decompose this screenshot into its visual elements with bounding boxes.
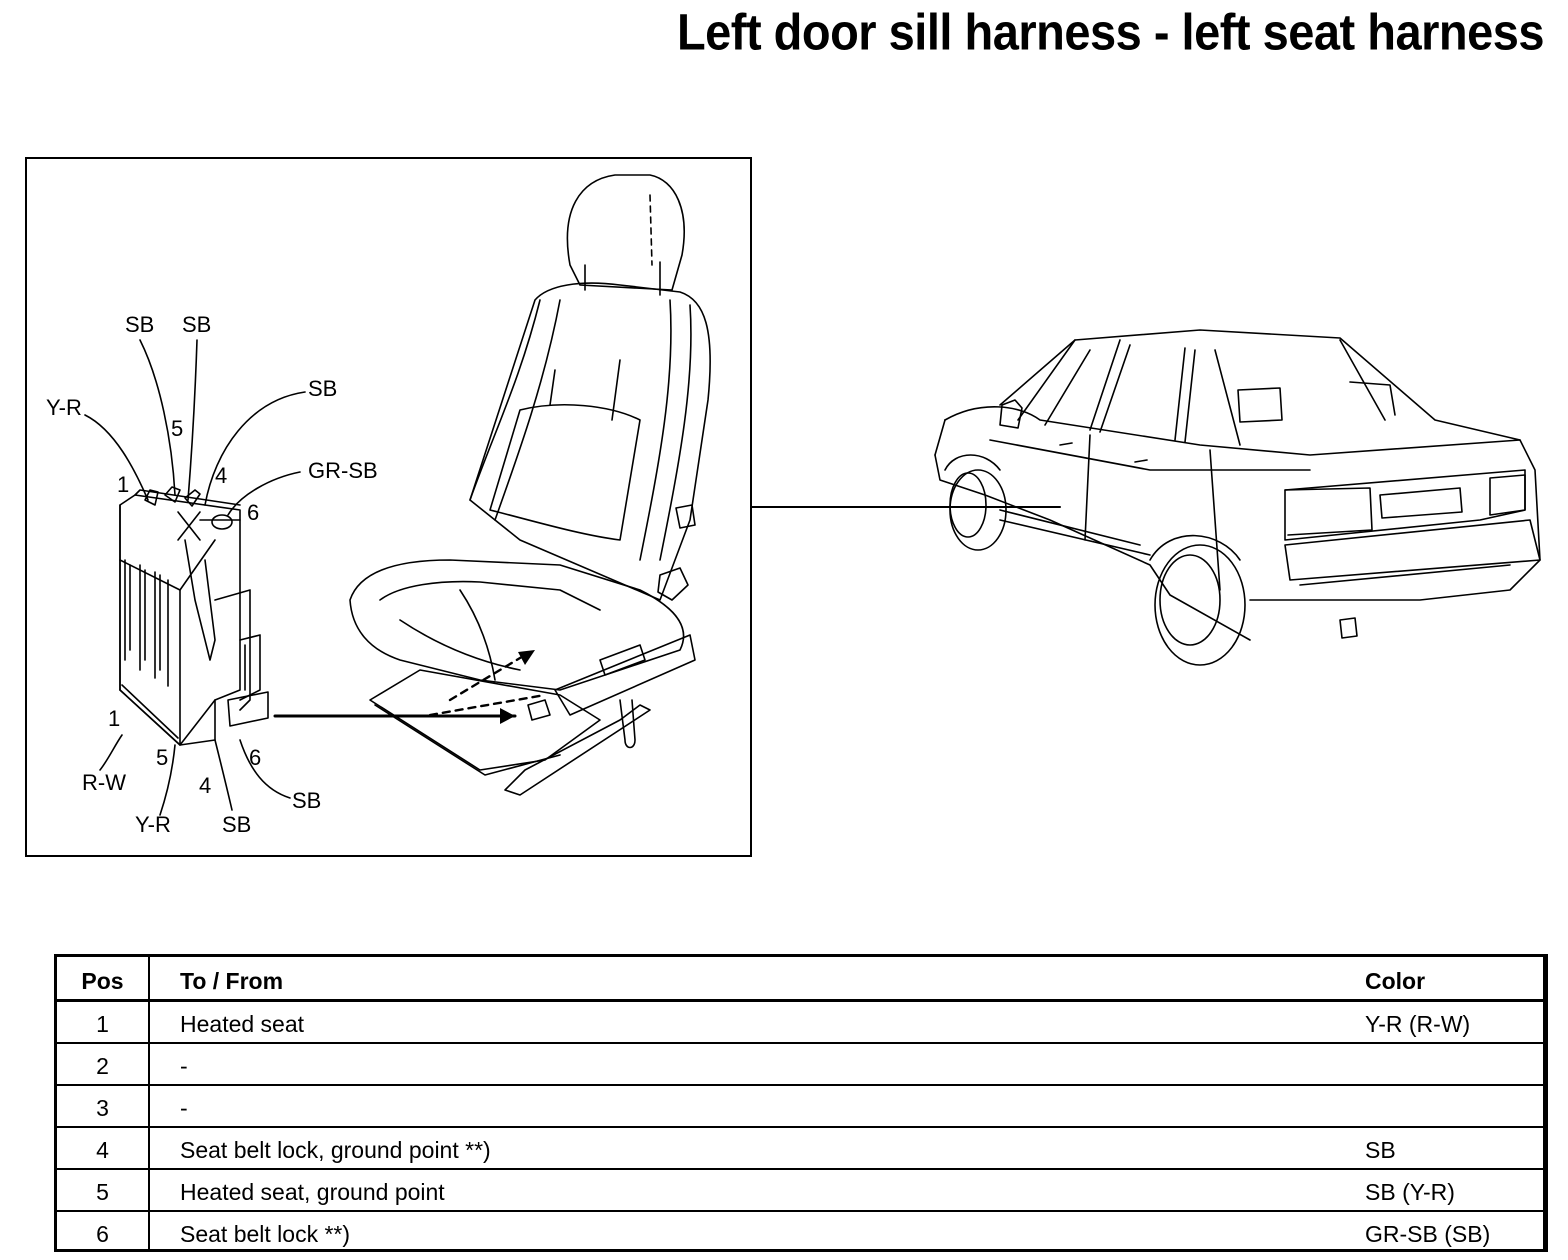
header-color: Color [1365, 957, 1543, 1002]
pin-5-bottom: 5 [156, 745, 168, 770]
wiring-diagram: SB SB SB Y-R GR-SB 1 5 4 6 1 5 4 6 R-W Y… [46, 174, 1541, 837]
pin-table-frame: Pos To / From Color 1 Heated seat Y-R (R… [54, 954, 1548, 1252]
connector-labels: SB SB SB Y-R GR-SB 1 5 4 6 1 5 4 6 R-W Y… [46, 312, 378, 837]
label-sb-4: SB [222, 812, 251, 837]
cell-pos: 5 [57, 1169, 150, 1212]
cell-to-from: - [149, 1085, 1365, 1128]
cell-to-from: Seat belt lock, ground point **) [149, 1127, 1365, 1170]
label-yr-bottom: Y-R [135, 812, 171, 837]
car-illustration [934, 329, 1541, 666]
pin-5-top: 5 [171, 416, 183, 441]
cell-color [1365, 1085, 1543, 1128]
connector-illustration [119, 486, 269, 746]
header-pos: Pos [57, 957, 150, 1002]
label-grsb: GR-SB [308, 458, 378, 483]
pin-1-bottom: 1 [108, 706, 120, 731]
cell-to-from: Seat belt lock **) [180, 1221, 351, 1247]
table-row: 1 Heated seat Y-R (R-W) [57, 1000, 1543, 1044]
pin-4-top: 4 [215, 463, 227, 488]
cell-pos: 3 [57, 1085, 150, 1128]
cell-color: Y-R (R-W) [1365, 1000, 1543, 1044]
label-sb-1: SB [125, 312, 154, 337]
cell-pos: 6 [57, 1211, 150, 1252]
pin-table: Pos To / From Color 1 Heated seat Y-R (R… [57, 957, 1543, 1252]
page-title: Left door sill harness - left seat harne… [676, 3, 1545, 61]
cell-color: SB (Y-R) [1365, 1169, 1543, 1212]
cell-to-from: - [149, 1043, 1365, 1086]
table-header-row: Pos To / From Color [57, 957, 1543, 1002]
cell-pos: 2 [57, 1043, 150, 1086]
table-row: 2 - [57, 1043, 1543, 1086]
cell-pos: 1 [57, 1000, 150, 1044]
label-rw: R-W [82, 770, 126, 795]
pin-6-bottom: 6 [249, 745, 261, 770]
cell-color: SB [1365, 1127, 1543, 1170]
table-row: 3 - [57, 1085, 1543, 1128]
label-sb-5: SB [292, 788, 321, 813]
pin-6-top: 6 [247, 500, 259, 525]
pin-1-top: 1 [117, 472, 129, 497]
label-yr-top: Y-R [46, 395, 82, 420]
header-to-from: To / From [149, 957, 1365, 1002]
seat-illustration [349, 174, 711, 796]
label-sb-3: SB [308, 376, 337, 401]
label-sb-2: SB [182, 312, 211, 337]
cell-pos: 4 [57, 1127, 150, 1170]
pin-4-bottom: 4 [199, 773, 211, 798]
cell-color: GR-SB (SB) [1365, 1221, 1491, 1247]
cell-to-from: Heated seat, ground point [149, 1169, 1365, 1212]
cell-color [1365, 1043, 1543, 1086]
table-row: 5 Heated seat, ground point SB (Y-R) [57, 1169, 1543, 1212]
cell-to-from: Heated seat [149, 1000, 1365, 1044]
table-row: 4 Seat belt lock, ground point **) SB [57, 1127, 1543, 1170]
table-row: 6 Seat belt lock **) GR-SB (SB) [57, 1211, 1543, 1252]
